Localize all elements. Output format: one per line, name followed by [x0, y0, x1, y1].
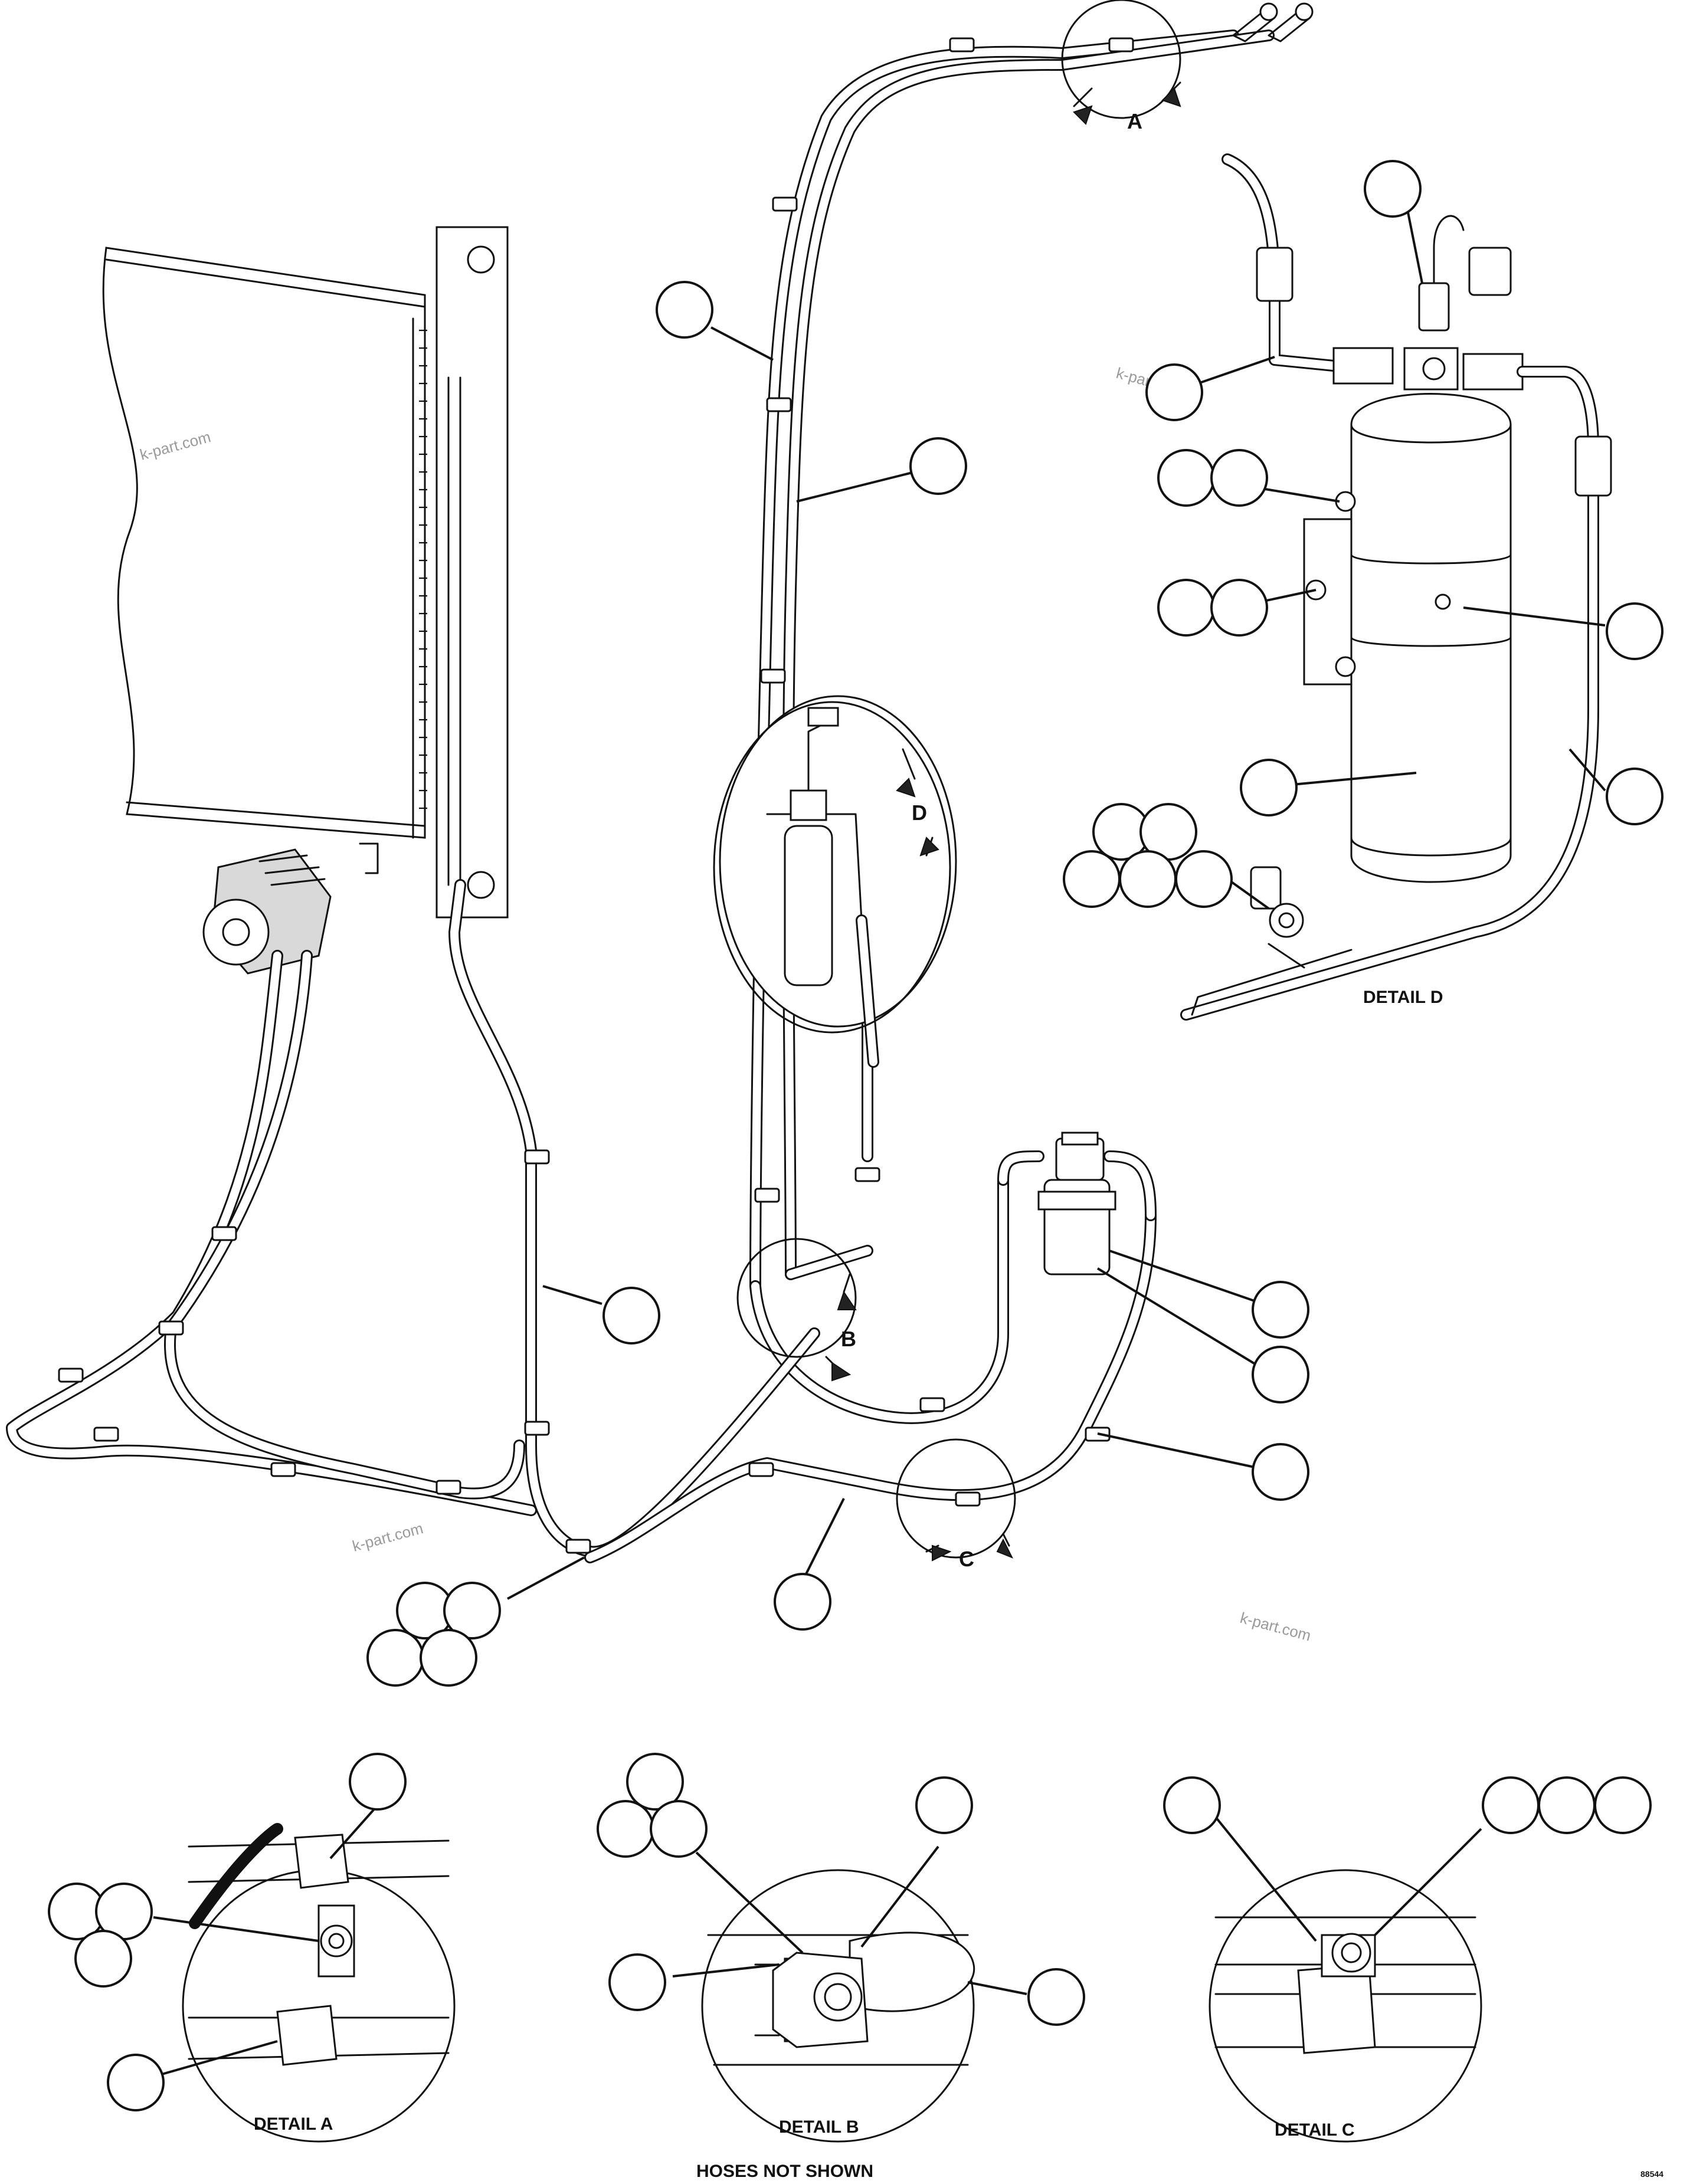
- detail-c-view: [1163, 1776, 1652, 2143]
- compressor: [202, 848, 332, 975]
- callout-bubble: [1606, 602, 1663, 660]
- callout-bubble: [1210, 579, 1268, 637]
- callout-bubble: [349, 1753, 407, 1811]
- callout-bubble: [1252, 1346, 1309, 1403]
- caption-detail-a: DETAIL A: [254, 2114, 333, 2134]
- callout-bubble: [656, 281, 713, 339]
- detail-d-receiver-drier: [1180, 153, 1612, 1021]
- callout-bubble: [1252, 1443, 1309, 1501]
- callout-bubble: [1157, 449, 1215, 507]
- detail-mark-d: D: [912, 801, 927, 825]
- callout-bubble: [1145, 363, 1203, 421]
- receiver-drier-main-view: [719, 695, 957, 1068]
- callout-bubble: [107, 2054, 165, 2111]
- callout-bubble: [1252, 1281, 1309, 1339]
- callout-bubble: [1364, 160, 1422, 218]
- callout-bubble: [909, 437, 967, 495]
- condenser-assembly: [102, 226, 509, 919]
- callout-bubble: [608, 1953, 666, 2011]
- callout-bubble: [1063, 850, 1121, 908]
- arrow-a-left: [1073, 105, 1093, 125]
- watermark-3: k-part.com: [351, 1519, 425, 1555]
- arrow-c-right: [996, 1538, 1014, 1559]
- callout-bubble: [626, 1753, 684, 1811]
- arrow-c-left: [932, 1544, 952, 1562]
- callout-bubble: [774, 1573, 831, 1631]
- detail-mark-b: B: [841, 1327, 856, 1351]
- arrow-a-right: [1161, 87, 1181, 107]
- caption-detail-c: DETAIL C: [1275, 2120, 1355, 2140]
- callout-bubble: [1157, 579, 1215, 637]
- callout-bubble: [74, 1930, 132, 1988]
- detail-mark-c: C: [959, 1547, 974, 1571]
- arrow-b-top: [837, 1290, 857, 1310]
- arrow-b-bottom: [831, 1362, 852, 1382]
- callout-bubble: [1538, 1776, 1596, 1834]
- callout-bubble: [1240, 759, 1298, 816]
- detail-b-view: [597, 1753, 1085, 2143]
- caption-detail-d: DETAIL D: [1363, 988, 1443, 1007]
- callout-bubble: [420, 1629, 477, 1687]
- callout-bubble: [597, 1800, 654, 1858]
- part-callout-bubbles: [366, 160, 1663, 1687]
- callout-bubble: [1175, 850, 1233, 908]
- callout-bubble: [1606, 768, 1663, 825]
- condenser-tube-coils: [419, 329, 427, 809]
- callout-bubble: [1210, 449, 1268, 507]
- arrow-d-bottom: [919, 837, 939, 857]
- arrow-d-top: [896, 778, 916, 798]
- rotation-arrows: [831, 87, 1181, 1562]
- hose-end-fittings-top: [1232, 2, 1314, 42]
- caption-detail-b-note: HOSES NOT SHOWN: [696, 2162, 873, 2181]
- callout-bubble: [602, 1287, 660, 1344]
- drawing-number: 88544: [1640, 2169, 1663, 2179]
- callout-bubble: [1119, 850, 1177, 908]
- callout-bubble: [1594, 1776, 1652, 1834]
- callout-bubble: [650, 1800, 708, 1858]
- in-line-receiver-unit: [997, 1132, 1157, 1275]
- callout-bubble: [915, 1776, 973, 1834]
- caption-detail-b: DETAIL B: [779, 2117, 859, 2137]
- callout-bubble: [443, 1582, 501, 1639]
- detail-a-view: [48, 1753, 456, 2143]
- callout-bubble: [1163, 1776, 1221, 1834]
- callout-bubble: [1027, 1968, 1085, 2026]
- callout-bubble: [1482, 1776, 1540, 1834]
- detail-mark-a: A: [1127, 109, 1142, 133]
- watermark-4: k-part.com: [1238, 1609, 1312, 1645]
- callout-bubble: [366, 1629, 424, 1687]
- hose-clamps: [58, 37, 1134, 1554]
